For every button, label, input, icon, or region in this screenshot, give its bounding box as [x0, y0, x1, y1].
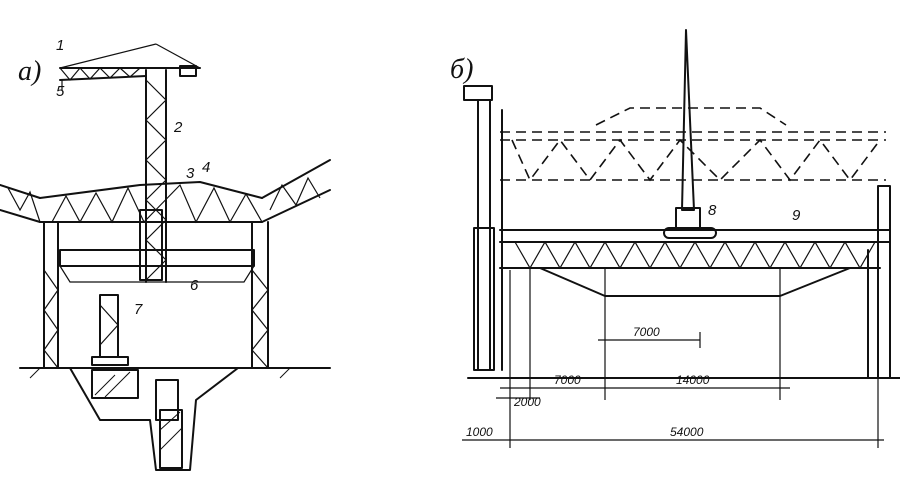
callout-8: 8 — [708, 202, 717, 219]
callout-7: 7 — [134, 301, 143, 318]
callout-6: 6 — [190, 277, 199, 294]
dimension-lines — [462, 268, 884, 448]
callout-2: 2 — [173, 119, 183, 136]
column-7 — [91, 294, 129, 366]
callout-3: 3 — [186, 165, 195, 182]
mast-crane-8 — [663, 29, 717, 239]
panel-b-marker: б) — [450, 54, 473, 85]
crane-beam-6 — [59, 249, 255, 283]
panel-b: б) 8 9 — [450, 29, 900, 448]
dim-54000: 54000 — [670, 425, 704, 439]
dim-1000: 1000 — [466, 425, 493, 439]
dashed-roof-b — [500, 107, 886, 182]
dim-14000: 14000 — [676, 373, 710, 387]
callout-9: 9 — [792, 207, 801, 224]
panel-a: а) 1 5 2 3 4 — [0, 37, 331, 471]
dim-7000-upper: 7000 — [633, 325, 660, 339]
panel-a-marker: а) — [18, 56, 41, 87]
dim-7000-lower: 7000 — [554, 373, 581, 387]
right-column-b — [867, 185, 891, 379]
main-truss-9 — [499, 229, 891, 297]
dim-2000: 2000 — [513, 395, 541, 409]
foundation-pit — [19, 367, 331, 471]
tower-crane — [59, 43, 201, 283]
roof-truss-a — [0, 159, 331, 369]
callout-4: 4 — [202, 159, 210, 176]
callout-5: 5 — [56, 83, 65, 100]
callout-1: 1 — [56, 37, 64, 54]
left-column-b — [463, 85, 503, 371]
